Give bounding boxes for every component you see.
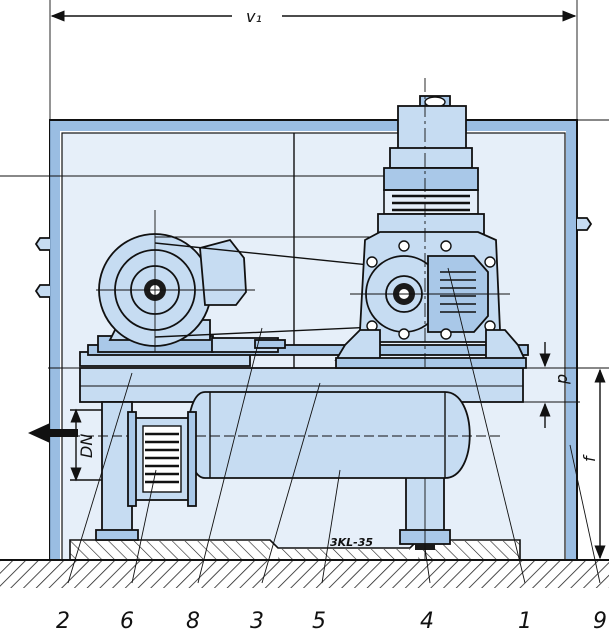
callout-numbers: 2 6 8 3 5 4 1 9	[56, 609, 607, 633]
outlet-dimension: DN	[70, 408, 102, 482]
callout-leaders	[67, 267, 601, 584]
callout-3: 3	[250, 609, 264, 633]
callout-8: 8	[186, 609, 200, 633]
blower-unit	[334, 78, 527, 369]
nameplate-text: 3KL-35	[330, 536, 373, 549]
callout-6: 6	[120, 609, 134, 633]
p-dimension: p	[523, 342, 580, 428]
outlet-arrow	[28, 423, 78, 443]
callout-5: 5	[312, 609, 326, 633]
callout-1: 1	[518, 609, 532, 633]
callout-9: 9	[593, 609, 607, 633]
dn-label: DN	[77, 434, 96, 458]
width-dimension: v₁	[49, 0, 578, 130]
f-label: f	[580, 454, 599, 462]
f-dimension: f	[580, 368, 606, 560]
drive-belt	[154, 236, 399, 338]
width-dimension-label: v₁	[246, 7, 262, 26]
base-frame	[79, 344, 529, 560]
flexible-connector	[127, 411, 197, 507]
p-label: p	[552, 374, 571, 385]
callout-2: 2	[56, 609, 70, 633]
callout-4: 4	[420, 609, 434, 633]
ground-foundation	[0, 539, 609, 588]
